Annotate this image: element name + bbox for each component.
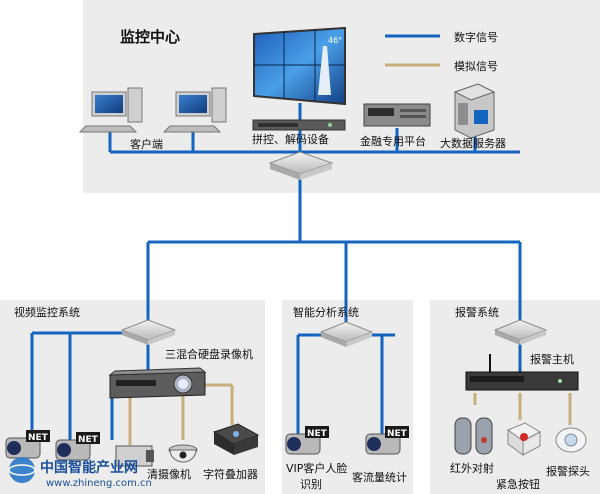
client-label: 客户端 xyxy=(130,137,163,151)
alarm-title: 报警系统 xyxy=(455,305,499,319)
net-badge: NET xyxy=(78,435,99,445)
switch-icon xyxy=(268,151,334,180)
net-camera-icon xyxy=(285,426,329,455)
emergency-button-icon xyxy=(506,422,542,456)
switch-icon xyxy=(120,319,177,345)
net-camera-icon xyxy=(55,432,100,461)
finance-platform-icon xyxy=(363,103,431,127)
video-title: 视频监控系统 xyxy=(14,305,80,319)
splicer-label: 拼控、解码设备 xyxy=(252,132,329,146)
overlay-device-icon xyxy=(212,423,260,455)
net-badge: NET xyxy=(307,429,328,439)
splicer-device-icon xyxy=(252,119,346,131)
flow-label: 客流量统计 xyxy=(352,470,407,484)
nvr-label: 三混合硬盘录像机 xyxy=(165,347,253,361)
net-badge: NET xyxy=(28,433,49,443)
switch-icon xyxy=(319,321,374,347)
alarm-analog-wiring xyxy=(473,393,572,425)
legend-digital-label: 数字信号 xyxy=(454,30,498,44)
face-label-line2: 识别 xyxy=(300,478,322,491)
server-icon xyxy=(453,83,496,139)
switch-icon xyxy=(493,319,548,345)
net-camera-icon xyxy=(365,426,409,455)
legend-analog-label: 模拟信号 xyxy=(454,59,498,73)
alarm-detector-icon xyxy=(555,427,587,453)
watermark-cn: 中国智能产业网 xyxy=(40,459,138,476)
watermark-url: www.zhineng.com.cn xyxy=(46,478,152,489)
face-label: VIP客户人脸 xyxy=(286,461,347,475)
video-wall-icon xyxy=(253,26,346,106)
emergency-label: 紧急按钮 xyxy=(496,477,540,491)
client-computer-icon xyxy=(78,87,143,133)
center-title: 监控中心 xyxy=(120,28,180,46)
alarm-host-icon xyxy=(465,354,579,391)
overlay-label: 字符叠加器 xyxy=(203,467,258,481)
analysis-title: 智能分析系统 xyxy=(293,305,359,319)
infrared-label: 红外对射 xyxy=(450,461,494,475)
finance-label: 金融专用平台 xyxy=(360,134,426,148)
alarm-host-label: 报警主机 xyxy=(530,352,574,366)
watermark-logo-icon xyxy=(8,457,36,483)
hd-camera-label: 清摄像机 xyxy=(147,467,191,481)
top-wiring xyxy=(108,125,522,322)
net-badge: NET xyxy=(387,429,408,439)
video-analog-wiring xyxy=(128,383,234,445)
detector-label: 报警探头 xyxy=(546,464,590,478)
hd-camera-icon xyxy=(115,445,154,467)
screen-badge: 46° xyxy=(328,36,342,45)
dome-camera-icon xyxy=(168,444,198,463)
client-computer-icon xyxy=(162,87,227,133)
infrared-sensor-icon xyxy=(454,417,493,455)
bigdata-label: 大数据服务器 xyxy=(440,136,506,150)
nvr-device-icon xyxy=(108,367,207,399)
